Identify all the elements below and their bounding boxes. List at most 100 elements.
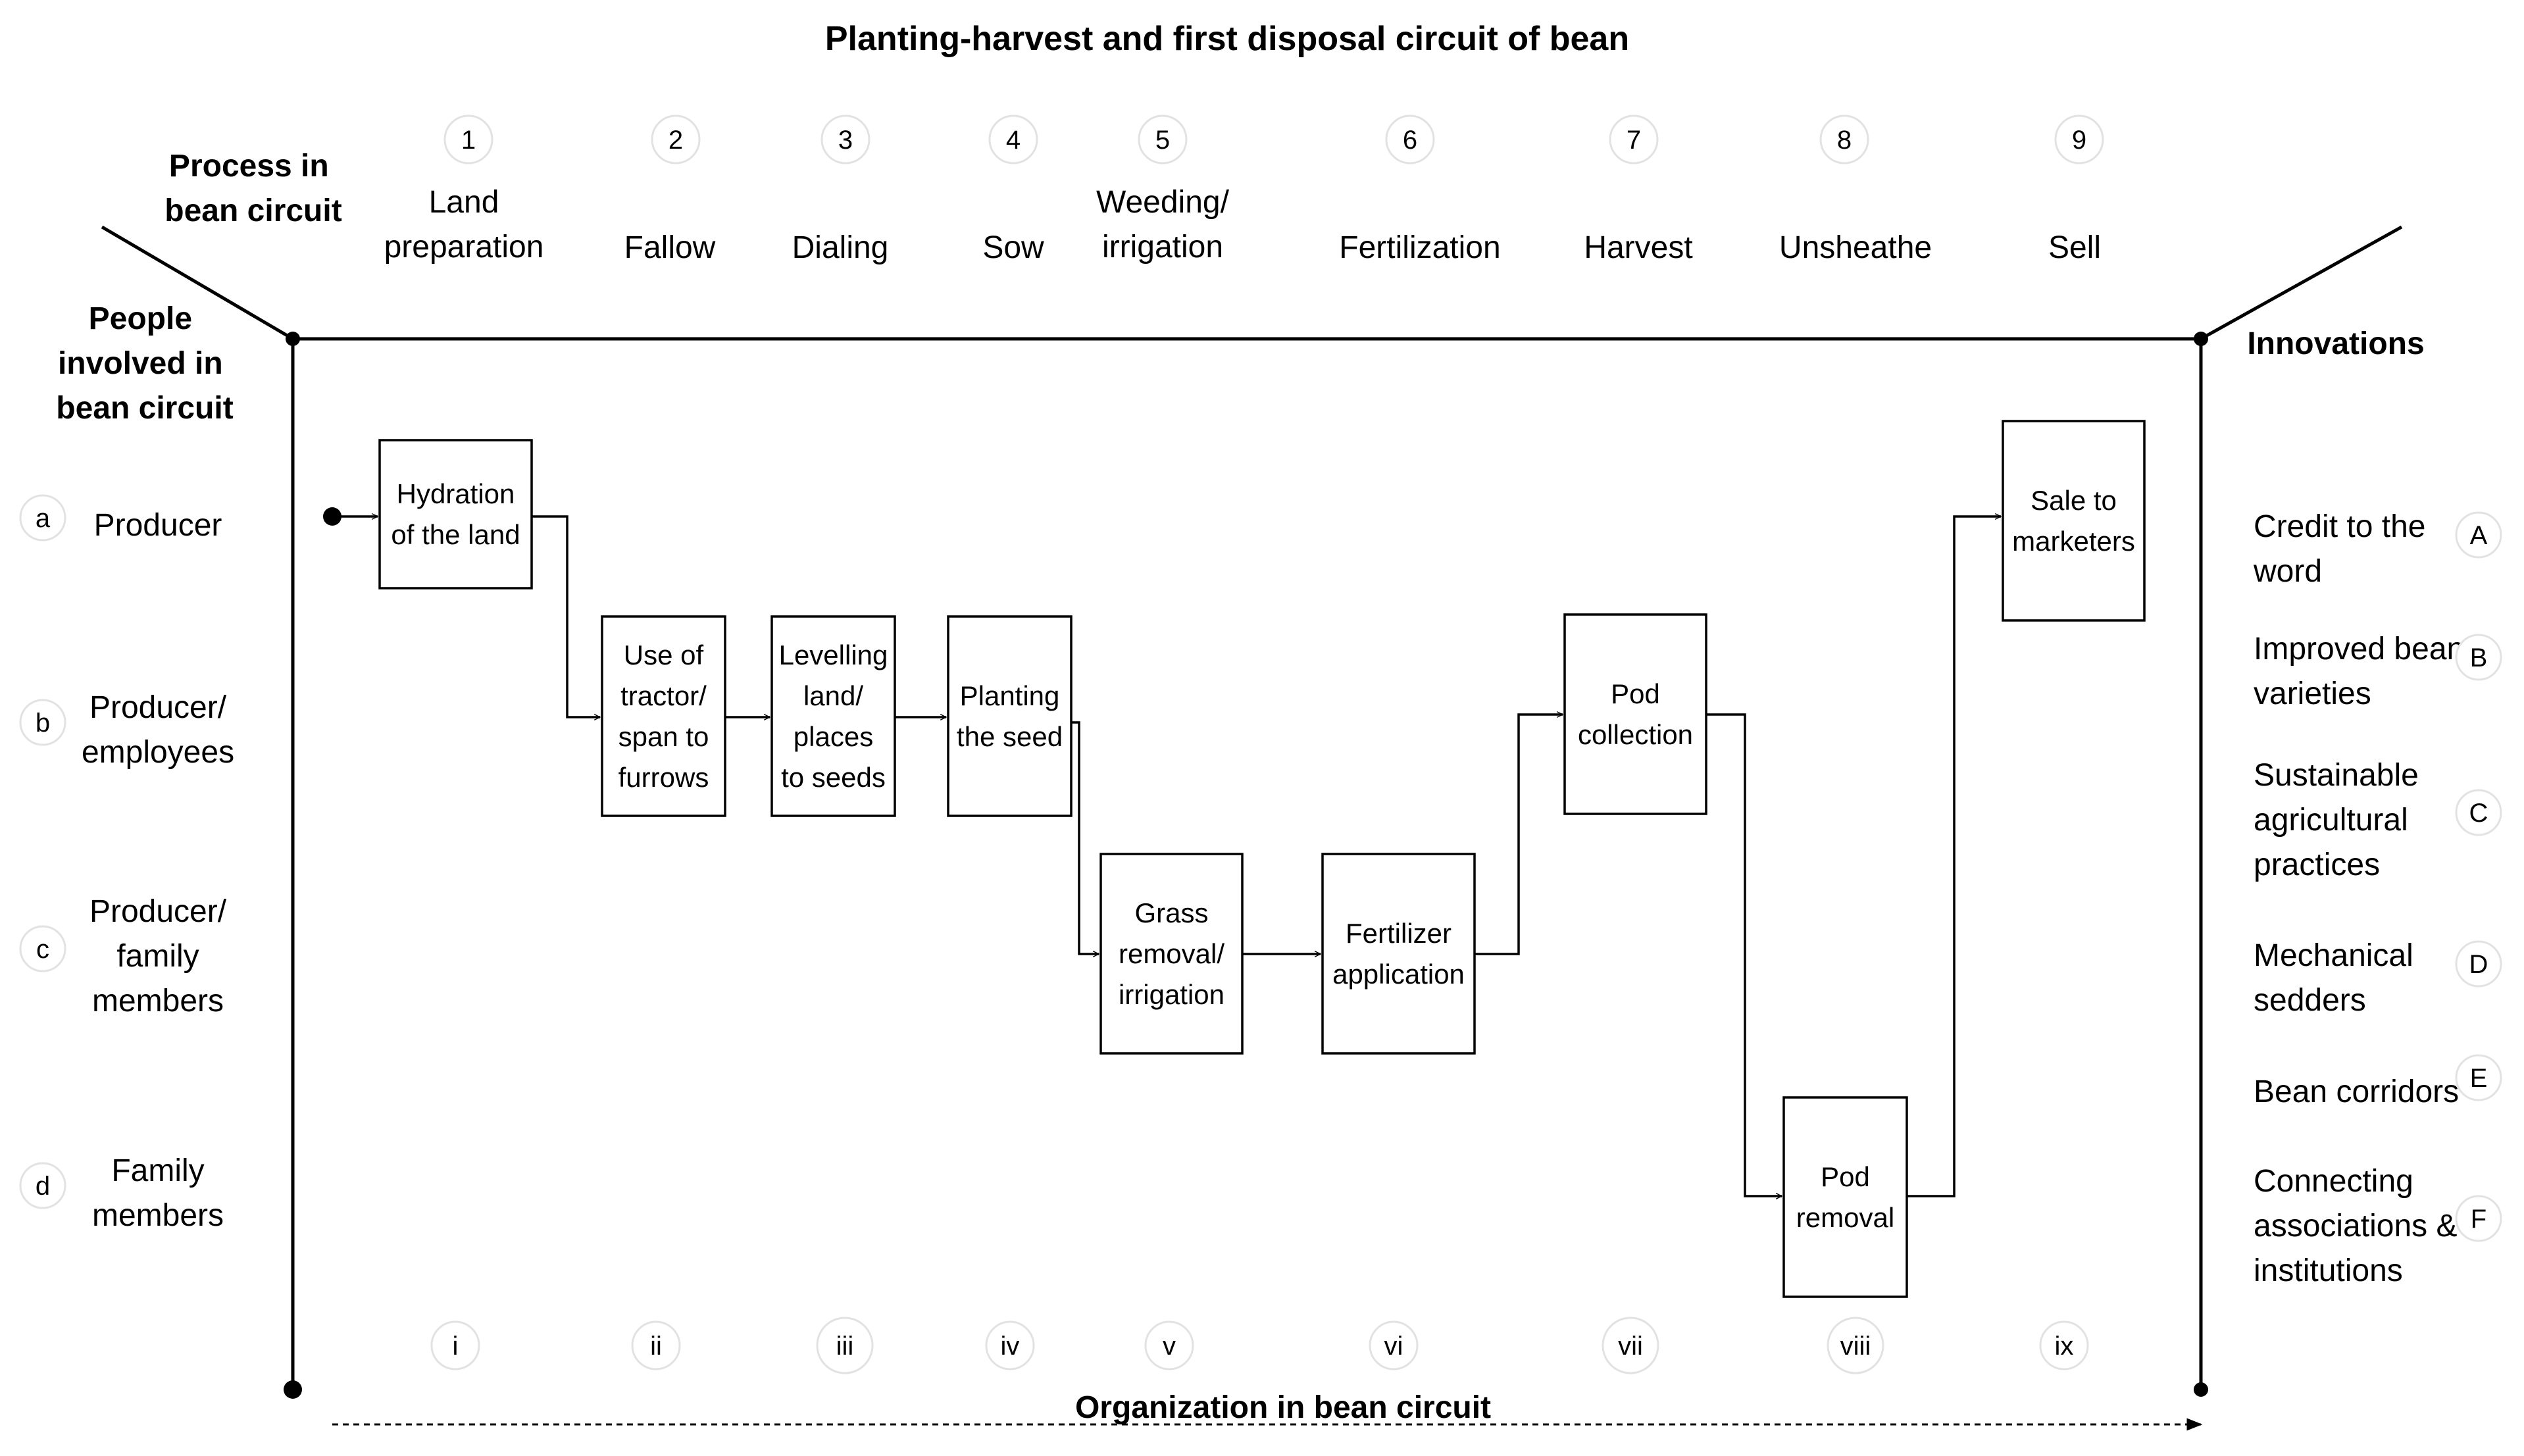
innovation-label-C-line: Sustainable [2254,758,2419,793]
process-number-5-text: 5 [1155,126,1170,155]
innovation-letter-F: F [2455,1195,2502,1242]
frame-right-diagonal [2200,225,2403,341]
organization-marker-vii: vii [1602,1317,1659,1374]
flow-step-label: Hydration of the land [391,478,520,550]
process-label-7: Harvest [1584,230,1692,265]
organization-marker-vii-circle [1602,1317,1659,1374]
flow-step-box [1321,853,1476,1055]
process-label-4-line: Sow [982,230,1044,265]
innovation-letter-F-text: F [2471,1205,2486,1234]
flow-step-9: Sale to marketers [2002,420,2146,622]
organization-marker-ix-text: ix [2055,1332,2074,1361]
organization-marker-v-text: v [1163,1332,1176,1361]
innovation-label-E: Bean corridors [2254,1074,2459,1109]
innovation-letter-D-circle [2455,940,2502,988]
innovation-letter-A-circle [2455,511,2502,559]
people-letter-d-circle [19,1162,66,1209]
people-label-b-line: employees [82,735,234,770]
process-label-2-line: Fallow [624,230,716,265]
process-header-line-1: Process in [169,149,329,184]
people-letter-c: c [19,925,66,972]
people-letter-a-text: a [36,504,51,533]
process-number-2-circle [651,114,701,164]
flow-step-label: Sale to marketers [2012,485,2135,557]
innovation-label-A-line: Credit to the [2254,509,2425,544]
organization-marker-ix-circle [2039,1320,2089,1370]
innovation-label-F-line: Connecting [2254,1164,2413,1199]
innovation-letter-C: C [2455,789,2502,836]
connector-arrow-5 [1071,721,1099,954]
process-number-3-circle [820,114,871,164]
process-number-9-text: 9 [2072,126,2086,155]
people-label-a-line: Producer [94,508,222,543]
process-label-6: Fertilization [1339,230,1500,265]
flow-step-box [1563,613,1707,815]
process-label-9-line: Sell [2048,230,2101,265]
process-number-1-circle [443,114,493,164]
flow-step-box [2002,420,2146,622]
innovation-label-C-line: practices [2254,847,2380,882]
process-number-6-text: 6 [1403,126,1417,155]
innovations-header: Innovations [2247,326,2424,361]
process-label-5: Weeding/irrigation [1096,185,1230,264]
connector-arrow-9 [1907,516,2001,1197]
process-number-8: 8 [1819,114,1869,164]
flow-step-box [1099,853,1244,1055]
process-number-2: 2 [651,114,701,164]
flow-step-label-line: irrigation [1119,979,1224,1010]
process-number-3-text: 3 [838,126,853,155]
people-header-line-2: involved in [58,346,223,381]
process-label-5-line: Weeding/ [1096,185,1230,220]
process-number-8-circle [1819,114,1869,164]
process-label-7-line: Harvest [1584,230,1692,265]
people-header-line-1: People [89,301,192,336]
organization-marker-vii-text: vii [1618,1332,1643,1361]
process-number-9: 9 [2054,114,2104,164]
flow-step-label-line: Hydration [397,478,515,509]
innovation-label-B-line: varieties [2254,676,2371,711]
organization-axis-label: Organization in bean circuit [1075,1390,1491,1425]
process-number-5-circle [1138,114,1188,164]
organization-marker-viii-text: viii [1840,1332,1871,1361]
process-number-6-circle [1385,114,1435,164]
flow-step-label: Fertilizer application [1332,918,1465,990]
flow-step-label-line: span to [618,721,709,752]
process-label-3: Dialing [792,230,889,265]
frame-node-bottom-left [284,1380,302,1399]
organization-marker-vi-circle [1369,1320,1419,1370]
flow-step-label-line: marketers [2012,526,2135,557]
people-header-line-3: bean circuit [56,391,233,426]
flow-step-label-line: application [1332,959,1465,990]
frame-node-bottom-right [2194,1382,2208,1397]
flow-step-label-line: Levelling [779,640,888,670]
process-number-9-circle [2054,114,2104,164]
organization-marker-iv: iv [985,1320,1035,1370]
flow-step-label-line: of the land [391,519,520,550]
process-label-5-line: irrigation [1102,230,1223,264]
flow-step-label-line: Fertilizer [1346,918,1451,949]
organization-marker-v: v [1144,1320,1194,1370]
process-label-6-line: Fertilization [1339,230,1500,265]
organization-marker-iii: iii [816,1317,874,1374]
organization-marker-viii: viii [1827,1317,1884,1374]
process-number-2-text: 2 [669,126,683,155]
flow-step-label-line: Sale to [2031,485,2117,516]
process-number-4: 4 [988,114,1038,164]
flow-step-label-line: furrows [618,762,709,793]
process-label-4: Sow [982,230,1044,265]
flow-step-box [770,615,896,817]
process-number-7-text: 7 [1627,126,1641,155]
